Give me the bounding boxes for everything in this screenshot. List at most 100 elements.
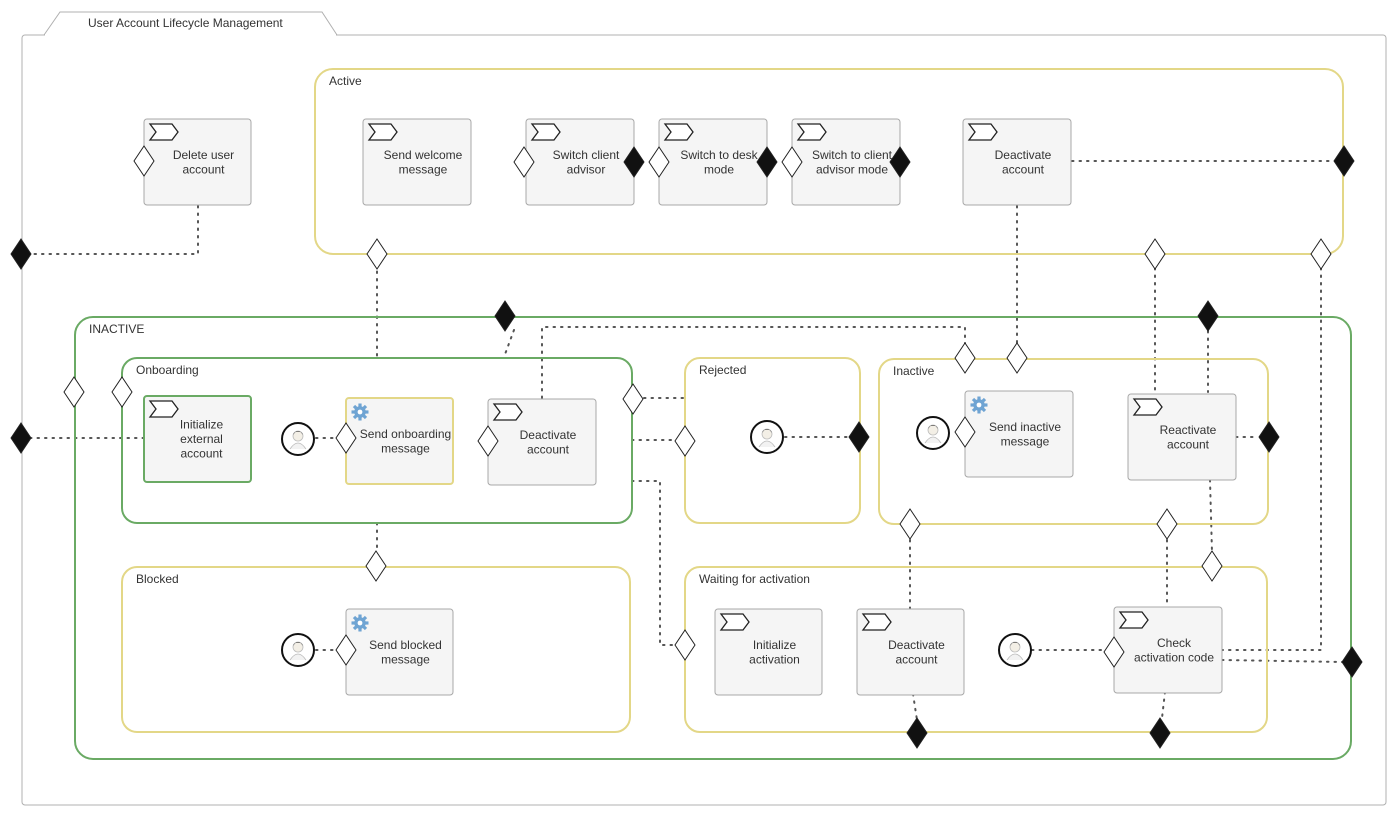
gateway-diamond[interactable] [1144, 238, 1166, 270]
diagram-title: User Account Lifecycle Management [88, 16, 283, 30]
task-label-line: account [180, 447, 223, 461]
user-start-icon[interactable] [750, 420, 784, 454]
gateway-end-diamond[interactable] [1341, 646, 1363, 678]
gateway-diamond[interactable] [513, 146, 535, 178]
user-start-icon[interactable] [281, 633, 315, 667]
task-label-line: Switch to client [812, 148, 893, 162]
event-flag-icon [1132, 398, 1163, 416]
task-label-line: Initialize [753, 638, 797, 652]
state-label-inactive-group: INACTIVE [89, 322, 144, 336]
event-flag-icon [1118, 611, 1149, 629]
task-label-line: message [1001, 434, 1050, 448]
gateway-end-diamond[interactable] [1333, 145, 1355, 177]
start-nodes [281, 416, 1032, 667]
gateway-diamond[interactable] [1310, 238, 1332, 270]
gateway-end-diamond[interactable] [1149, 717, 1171, 749]
task-label-line: Deactivate [520, 428, 577, 442]
gateway-diamond[interactable] [335, 422, 357, 454]
state-label-rejected: Rejected [699, 363, 746, 377]
event-flag-icon [967, 123, 998, 141]
gear-icon [351, 403, 369, 421]
task-label-line: external [180, 432, 223, 446]
event-flag-icon [861, 613, 892, 631]
event-flag-icon [719, 613, 750, 631]
state-inactive-group[interactable]: INACTIVE [74, 316, 1352, 760]
task-label-line: account [182, 162, 225, 176]
gateway-diamond[interactable] [365, 550, 387, 582]
gateway-diamond[interactable] [133, 145, 155, 177]
user-start-icon[interactable] [916, 416, 950, 450]
gateway-diamond[interactable] [1103, 636, 1125, 668]
gateway-diamond[interactable] [954, 342, 976, 374]
gateway-diamond[interactable] [648, 146, 670, 178]
task-label-line: Send inactive [989, 420, 1061, 434]
task-label-line: account [895, 652, 938, 666]
gateway-diamond[interactable] [477, 425, 499, 457]
user-start-icon[interactable] [281, 422, 315, 456]
gateway-diamond[interactable] [63, 376, 85, 408]
event-flag-icon [663, 123, 694, 141]
gateway-diamond[interactable] [1156, 508, 1178, 540]
task-label-line: Check [1157, 636, 1192, 650]
gateway-end-diamond[interactable] [1197, 300, 1219, 332]
task-label-line: advisor [567, 162, 606, 176]
task-label-line: Reactivate [1160, 423, 1217, 437]
task-label-line: activation code [1134, 650, 1214, 664]
task-label-line: mode [704, 162, 734, 176]
event-flag-icon [148, 400, 179, 418]
task-label-line: message [381, 652, 430, 666]
task-label-line: account [1002, 162, 1045, 176]
task-label-line: Send onboarding [360, 427, 451, 441]
event-flag-icon [530, 123, 561, 141]
gateway-diamond[interactable] [1201, 550, 1223, 582]
gateway-end-diamond[interactable] [756, 146, 778, 178]
gateway-diamond[interactable] [335, 634, 357, 666]
gateway-diamond[interactable] [111, 376, 133, 408]
task-label-line: Switch to desk [680, 148, 758, 162]
gateway-diamond[interactable] [899, 508, 921, 540]
gateway-end-diamond[interactable] [1258, 421, 1280, 453]
task-label-line: Deactivate [995, 148, 1052, 162]
gateway-diamond[interactable] [674, 425, 696, 457]
task-label-line: account [1167, 437, 1210, 451]
gateway-end-diamond[interactable] [889, 146, 911, 178]
gateway-end-diamond[interactable] [494, 300, 516, 332]
state-onboarding[interactable]: Onboarding [121, 357, 633, 524]
gateway-end-diamond[interactable] [848, 421, 870, 453]
state-label-blocked: Blocked [136, 572, 179, 586]
gateway-end-diamond[interactable] [906, 717, 928, 749]
gateway-diamond[interactable] [622, 383, 644, 415]
gateway-diamond[interactable] [674, 629, 696, 661]
task-label-line: account [527, 442, 570, 456]
gateway-diamond[interactable] [366, 238, 388, 270]
task-label-line: advisor mode [816, 162, 888, 176]
gateway-diamond[interactable] [1006, 342, 1028, 374]
task-label-line: Send welcome [384, 148, 463, 162]
state-label-waiting: Waiting for activation [699, 572, 810, 586]
gateway-end-diamond[interactable] [10, 238, 32, 270]
gateway-diamond[interactable] [781, 146, 803, 178]
state-label-active: Active [329, 74, 362, 88]
gateway-end-diamond[interactable] [623, 146, 645, 178]
gateway-diamond[interactable] [954, 416, 976, 448]
state-label-inactive: Inactive [893, 364, 935, 378]
gateway-end-diamond[interactable] [10, 422, 32, 454]
user-start-icon[interactable] [998, 633, 1032, 667]
gateway-diamonds [10, 145, 1363, 749]
